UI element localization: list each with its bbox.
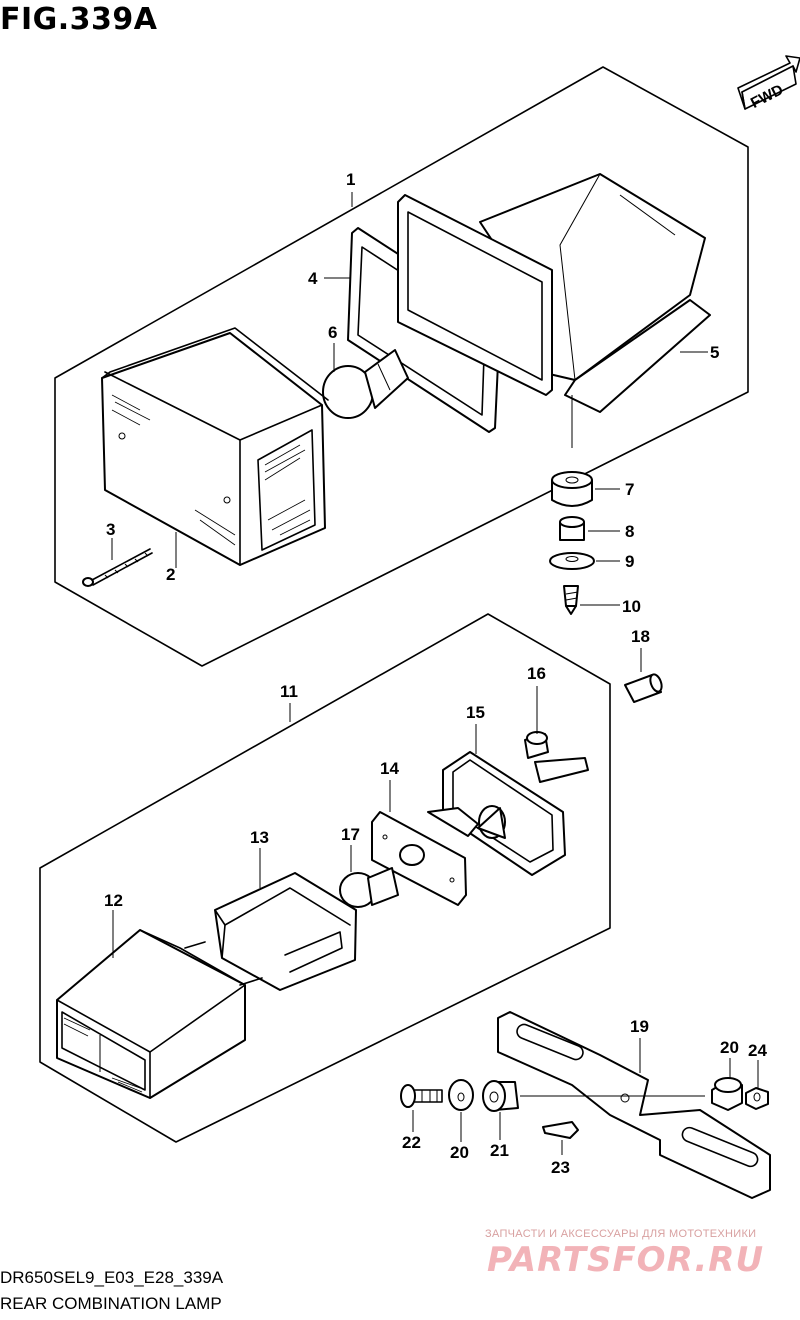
part-5-housing — [479, 173, 711, 413]
part-16-grommet — [524, 731, 549, 759]
callout-21: 21 — [490, 1141, 509, 1160]
callout-17: 17 — [341, 825, 360, 844]
callout-5: 5 — [710, 343, 719, 362]
part-23-clip — [542, 1121, 579, 1139]
watermark-brand: PARTSFOR.RU — [487, 1240, 765, 1280]
callout-23: 23 — [551, 1158, 570, 1177]
part-15-housing — [427, 751, 589, 876]
callout-1: 1 — [346, 170, 355, 189]
part-14-gasket — [371, 811, 467, 906]
part-9-washer — [549, 552, 595, 570]
callout-6: 6 — [328, 323, 337, 342]
callout-16: 16 — [527, 664, 546, 683]
part-21-grommet — [482, 1080, 519, 1112]
part-17-bulb — [339, 867, 399, 908]
callout-24: 24 — [748, 1041, 767, 1060]
figure-caption: REAR COMBINATION LAMP — [0, 1294, 222, 1313]
callout-22: 22 — [402, 1133, 421, 1152]
callout-18: 18 — [631, 627, 650, 646]
callout-12: 12 — [104, 891, 123, 910]
part-13-reflector — [214, 872, 357, 991]
part-24-nut — [745, 1087, 769, 1110]
callout-10: 10 — [622, 597, 641, 616]
part-7-grommet — [551, 471, 593, 507]
part-12-lens — [56, 929, 263, 1099]
assembly-11-outline — [39, 613, 611, 1143]
callout-14: 14 — [380, 759, 399, 778]
part-2-lens — [101, 327, 329, 566]
callout-20-left: 20 — [450, 1143, 469, 1162]
callout-9: 9 — [625, 552, 634, 571]
part-4-frame — [397, 194, 553, 396]
callout-2: 2 — [166, 565, 175, 584]
callout-3: 3 — [106, 520, 115, 539]
part-19-bracket — [497, 1011, 771, 1199]
part-3-screw — [82, 548, 153, 587]
callout-15: 15 — [466, 703, 485, 722]
part-18-collar — [624, 673, 663, 703]
part-20-collar — [711, 1077, 743, 1111]
callout-19: 19 — [630, 1017, 649, 1036]
figure-title: FIG.339A — [0, 2, 158, 37]
figure-code: DR650SEL9_E03_E28_339A — [0, 1268, 224, 1287]
part-20-washer — [448, 1079, 474, 1111]
fwd-arrow-icon: FWD — [737, 55, 800, 112]
callout-7: 7 — [625, 480, 634, 499]
watermark-tagline: ЗАПЧАСТИ И АКСЕССУАРЫ ДЛЯ МОТОТЕХНИКИ — [485, 1228, 757, 1240]
part-8-collar — [559, 516, 585, 541]
leader-lines — [111, 192, 759, 1155]
part-6-bulb — [322, 349, 409, 419]
assembly-1-outline — [54, 66, 749, 667]
callout-4: 4 — [308, 269, 318, 288]
callout-8: 8 — [625, 522, 634, 541]
callout-13: 13 — [250, 828, 269, 847]
callout-11: 11 — [280, 682, 298, 701]
part-22-bolt — [400, 1084, 443, 1108]
callout-20-right: 20 — [720, 1038, 739, 1057]
callout-numbers: 1 2 3 4 5 6 7 8 9 10 11 12 13 14 15 16 1… — [104, 170, 767, 1177]
part-10-screw — [563, 585, 579, 615]
